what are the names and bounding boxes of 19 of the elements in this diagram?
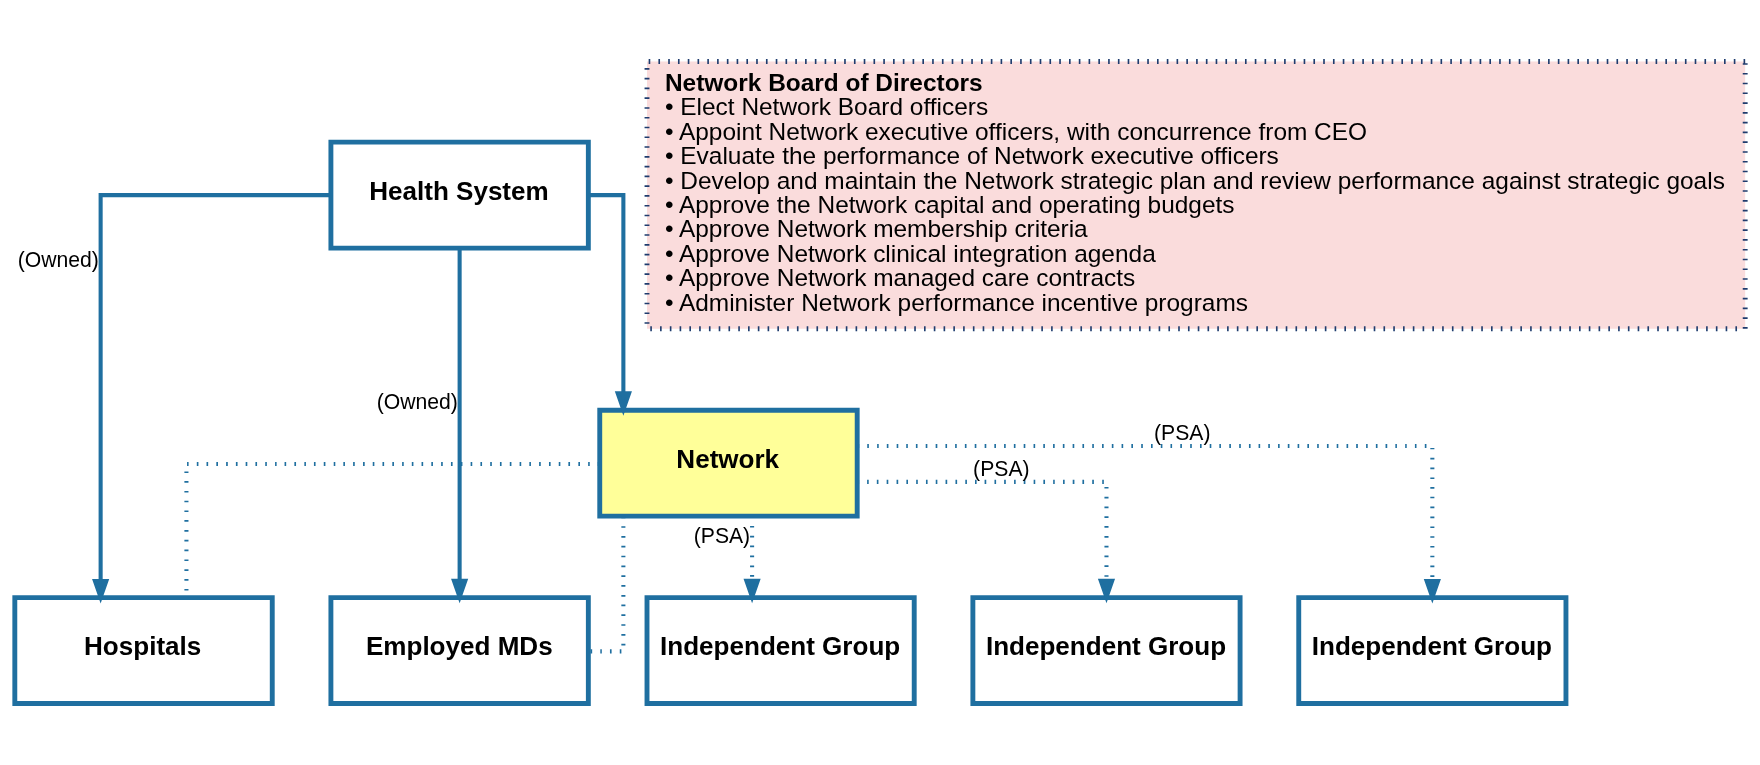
edge-label: (Owned) [376, 389, 458, 413]
node-box: Independent Group [644, 595, 917, 706]
arrow [451, 248, 469, 604]
node-box: Hospitals [12, 595, 275, 706]
node-box: Independent Group [1296, 595, 1569, 706]
node-box: Independent Group [970, 595, 1243, 706]
edge-label: (PSA) [693, 523, 751, 547]
node-box: Employed MDs [328, 595, 591, 706]
edge-label: (PSA) [1154, 421, 1211, 445]
edge-label: (Owned) [17, 248, 99, 272]
arrow [92, 193, 331, 604]
node-box: Health System [328, 139, 591, 251]
arrow [857, 444, 1441, 604]
node-box: Network [597, 407, 860, 519]
arrow [588, 193, 632, 416]
arrow [857, 479, 1116, 604]
connector [588, 516, 626, 654]
edge-label: (PSA) [973, 457, 1030, 481]
node-box: Network Board of Directors • Elect Network Board officers • Appoint Network executive officers, with concurrence from CEO • Evaluate the performance of Network executive officers • Develop and maintain the Network strategic plan and review performance against strategic goals • Approve the Network capital and operating budgets • Approve Network membership criteria • Approve Network clinical integration agenda • Approve Network managed care contracts • Administer Network performance incentive programs [644, 59, 1748, 332]
